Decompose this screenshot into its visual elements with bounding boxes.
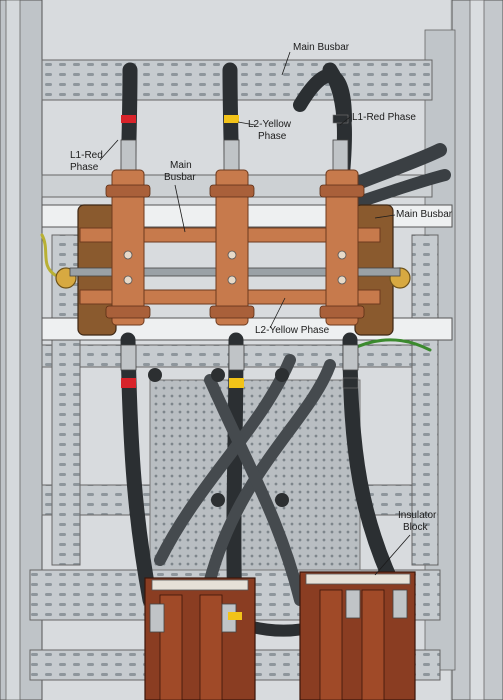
earth-wire-left bbox=[40, 233, 57, 277]
lug-l2-top bbox=[223, 139, 240, 171]
cable-l3-loop bbox=[293, 68, 352, 127]
cable-cross-1 bbox=[154, 354, 296, 566]
clamp-l1-top bbox=[105, 184, 151, 198]
copper-droppers bbox=[111, 169, 359, 326]
clamp-l3-bottom bbox=[319, 305, 365, 319]
cable-cross-2 bbox=[204, 359, 336, 586]
dropper-l3 bbox=[325, 169, 359, 326]
lug-bottom-left bbox=[149, 603, 165, 633]
insulator-block-left bbox=[144, 577, 256, 700]
lug-bottom-right-1 bbox=[345, 589, 361, 619]
label-main-busbar-top: Main Busbar bbox=[293, 42, 350, 53]
label-insulator-block-line2: Block bbox=[403, 522, 428, 533]
lug-l2-bottom bbox=[228, 344, 245, 371]
label-l1-red-left-line2: Phase bbox=[70, 162, 99, 173]
label-l1-red-phase-top: L1-Red Phase bbox=[352, 112, 416, 123]
left-vertical-rail bbox=[51, 234, 81, 566]
left-frame-post bbox=[5, 0, 21, 700]
rail-glands bbox=[148, 368, 289, 507]
cable-right-exit-2 bbox=[344, 169, 451, 211]
clamp-bolts bbox=[123, 250, 347, 285]
label-insulator-block-line1: Insulator bbox=[398, 510, 437, 521]
earth-wire-right bbox=[348, 338, 432, 352]
cable-cross-3 bbox=[204, 374, 306, 606]
lug-l1-bottom bbox=[120, 344, 137, 371]
leader-lines bbox=[99, 51, 411, 576]
lug-bottom-right-2 bbox=[392, 589, 408, 619]
label-l1-red-left-line1: L1-Red bbox=[70, 150, 103, 161]
red-band-top bbox=[121, 115, 136, 123]
label-main-busbar-left-line1: Main bbox=[170, 160, 192, 171]
yellow-band-top bbox=[224, 115, 239, 123]
yellow-band-bottom bbox=[228, 612, 242, 620]
cable-lugs bbox=[120, 139, 359, 371]
clamp-l3-top bbox=[319, 184, 365, 198]
lug-l1-top bbox=[120, 139, 137, 171]
right-vertical-rail bbox=[411, 234, 439, 566]
lug-l3-bottom bbox=[342, 344, 359, 371]
dropper-clamps bbox=[105, 184, 365, 319]
clamp-l2-bottom bbox=[209, 305, 255, 319]
label-l2-yellow-lower: L2-Yellow Phase bbox=[255, 325, 330, 336]
lug-l3-top bbox=[332, 139, 349, 171]
red-band-lower bbox=[121, 378, 136, 388]
l3-band-top bbox=[332, 114, 349, 124]
label-l2-yellow-top-line1: L2-Yellow bbox=[248, 119, 292, 130]
label-main-busbar-left-line2: Busbar bbox=[164, 172, 196, 183]
dropper-l1 bbox=[111, 169, 145, 326]
right-frame-post bbox=[469, 0, 485, 700]
label-l2-yellow-top-line2: Phase bbox=[258, 131, 287, 142]
yellow-band-lower bbox=[229, 378, 244, 388]
clamp-l2-top bbox=[209, 184, 255, 198]
clamp-l1-bottom bbox=[105, 305, 151, 319]
dropper-l2 bbox=[215, 169, 249, 326]
label-main-busbar-right: Main Busbar bbox=[396, 209, 453, 220]
l3-band-lower bbox=[342, 377, 359, 389]
